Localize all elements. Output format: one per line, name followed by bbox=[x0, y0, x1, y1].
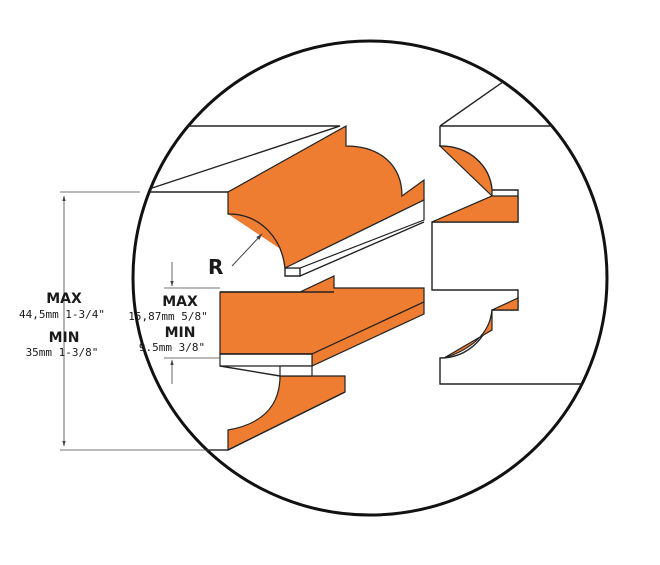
overall-thickness-dimension bbox=[60, 191, 228, 451]
tongue-min-label: MIN bbox=[165, 325, 196, 341]
tongue-max-label: MAX bbox=[162, 294, 198, 310]
detail-circle bbox=[131, 39, 609, 517]
tongue-thickness-dimension bbox=[164, 262, 220, 384]
overall-max-value: 44,5mm 1-3/4" bbox=[19, 308, 105, 321]
profile-drawing bbox=[133, 69, 607, 451]
right-workpiece bbox=[431, 69, 607, 385]
radius-leader bbox=[231, 233, 263, 267]
overall-min-value: 35mm 1-3/8" bbox=[26, 346, 99, 359]
overall-max-label: MAX bbox=[46, 291, 82, 307]
overall-min-label: MIN bbox=[49, 330, 80, 346]
radius-label: R bbox=[208, 255, 223, 279]
left-workpiece bbox=[133, 124, 425, 451]
tongue-max-value: 15,87mm 5/8" bbox=[128, 310, 207, 323]
tongue-min-value: 9.5mm 3/8" bbox=[139, 341, 205, 354]
